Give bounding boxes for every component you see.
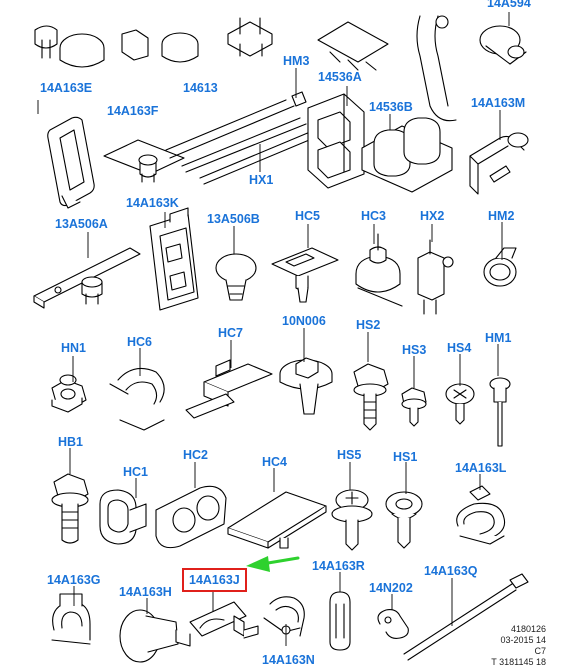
label-14A163R[interactable]: 14A163R [312,559,365,573]
label-HS1[interactable]: HS1 [393,450,418,464]
green-arrow-icon [246,556,300,572]
clip-14A594-illustration [479,25,527,65]
screw-HS4-illustration [445,383,475,425]
clip-HC5-illustration [271,247,339,303]
bracket-14536A-illustration [307,93,365,189]
clip-HC7-illustration [185,359,273,419]
clip-HM2-illustration [483,247,517,287]
label-10N006[interactable]: 10N006 [282,314,326,328]
pushpin-13A506B-illustration [215,253,257,301]
label-HC2[interactable]: HC2 [183,448,209,462]
screw-HS3-illustration [401,387,427,427]
fastener-top-1-illustration [34,25,58,59]
label-HC6[interactable]: HC6 [127,335,153,349]
screw-HS1-illustration [385,491,423,549]
clip-14A163L-illustration [456,485,506,545]
screw-HS5-illustration [331,489,373,551]
clip-14A163G-illustration [51,593,91,645]
label-HS4[interactable]: HS4 [447,341,472,355]
label-HC5[interactable]: HC5 [295,209,321,223]
bracket-top-5-illustration [317,21,389,71]
label-HC7[interactable]: HC7 [218,326,244,340]
clip-14N202-illustration [377,609,409,639]
label-14536A[interactable]: 14536A [318,70,362,84]
label-14A163Q[interactable]: 14A163Q [424,564,478,578]
frame-14A163K-illustration [149,207,199,311]
label-14A163H[interactable]: 14A163H [119,585,172,599]
label-14N202[interactable]: 14N202 [369,581,413,595]
frame-14A163E-illustration [47,116,95,209]
pipe-clip-top-6-illustration [416,15,457,122]
label-HM1[interactable]: HM1 [485,331,512,345]
clip-HC3-illustration [355,233,403,307]
cable-ties-14613-illustration [165,91,323,185]
label-14613[interactable]: 14613 [183,81,218,95]
cable-tie-14A163Q-illustration [403,573,529,661]
label-14A163G[interactable]: 14A163G [47,573,101,587]
label-HS3[interactable]: HS3 [402,343,427,357]
drawing-sheet: C7 [534,646,546,656]
label-14A163K[interactable]: 14A163K [126,196,179,210]
label-14A163J-highlighted[interactable]: 14A163J [182,568,247,592]
bolt-HB1-illustration [51,473,89,544]
screw-HS2-illustration [353,363,389,431]
clip-14A163N-illustration [263,596,305,637]
label-HM3[interactable]: HM3 [283,54,310,68]
label-14536B[interactable]: 14536B [369,100,413,114]
label-HB1[interactable]: HB1 [58,435,84,449]
clip-HX2-illustration [417,239,454,315]
clip-HC1-illustration [99,489,147,545]
bracket-14A163M-illustration [469,132,529,195]
label-HS5[interactable]: HS5 [337,448,362,462]
pad-HC4-illustration [227,491,327,549]
label-13A506B[interactable]: 13A506B [207,212,260,226]
label-14A163F[interactable]: 14A163F [107,104,159,118]
holder-14536B-illustration [361,117,453,193]
label-14A594[interactable]: 14A594 [487,0,531,10]
label-HN1[interactable]: HN1 [61,341,87,355]
label-HC1[interactable]: HC1 [123,465,149,479]
cap-top-3-illustration [121,29,199,63]
label-HS2[interactable]: HS2 [356,318,381,332]
drawing-code: 4180126 [510,624,546,634]
leader-lines [37,12,510,646]
label-14A163E[interactable]: 14A163E [40,81,93,95]
drawing-date: 03-2015 14 [500,635,546,645]
clip-14A163R-illustration [329,591,351,651]
label-14A163N[interactable]: 14A163N [262,653,315,667]
clip-HC6-illustration [109,367,165,431]
clip-top-4-illustration [227,17,273,57]
label-13A506A[interactable]: 13A506A [55,217,108,231]
label-HM2[interactable]: HM2 [488,209,515,223]
label-HX1[interactable]: HX1 [249,173,274,187]
rivet-HM1-illustration [489,377,511,447]
label-14A163M[interactable]: 14A163M [471,96,526,110]
cap-top-2-illustration [59,33,105,68]
label-HC3[interactable]: HC3 [361,209,387,223]
label-HX2[interactable]: HX2 [420,209,445,223]
bolt-10N006-illustration [279,357,333,415]
drawing-meta: 4180126 03-2015 14 C7 T 3181145 18 [491,624,546,668]
clip-14A163F-illustration [103,139,185,183]
label-HC4[interactable]: HC4 [262,455,288,469]
drawing-ref: T 3181145 18 [491,657,546,667]
clip-HC2-illustration [155,485,227,549]
label-14A163L[interactable]: 14A163L [455,461,507,475]
nut-HN1-illustration [51,374,87,413]
strip-13A506A-illustration [33,247,141,309]
clip-14A163J-illustration [189,601,259,639]
clip-14A163H-illustration [119,609,191,663]
